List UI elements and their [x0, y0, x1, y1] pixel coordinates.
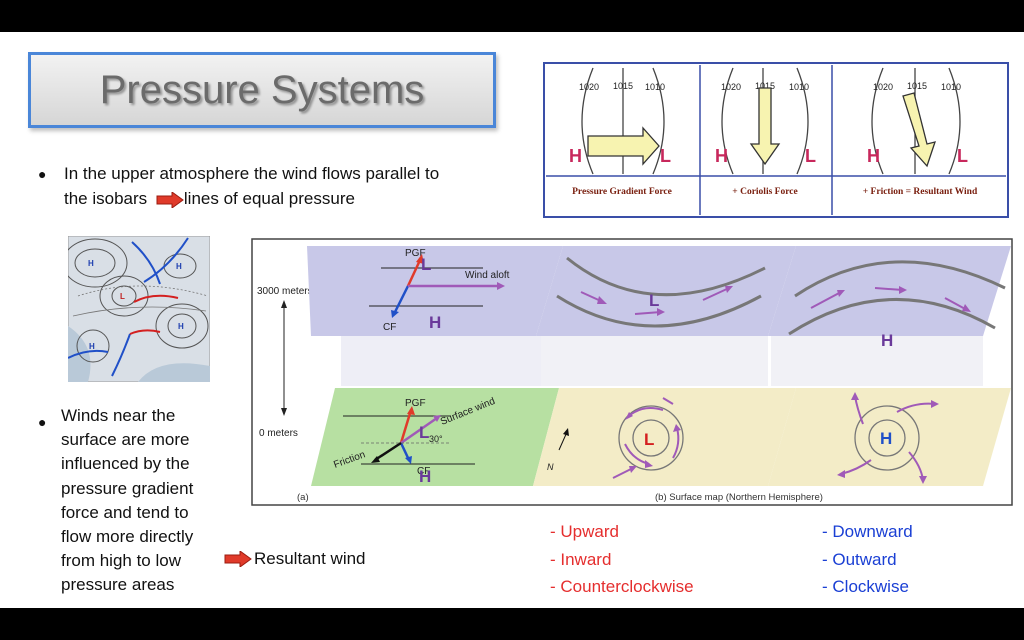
panel-caption: Pressure Gradient Force	[572, 187, 672, 197]
bullet1-isobars: the isobars	[64, 189, 148, 208]
angle-label: 30°	[429, 434, 443, 444]
force-panel-3: 1020 1015 1010 H L + Friction = Resultan…	[863, 67, 978, 197]
bullet1-line2: the isobars lines of equal pressure	[64, 186, 524, 211]
force-panel-2: 1020 1015 1010 H L + Coriolis Force	[715, 67, 816, 197]
low-label: L	[957, 146, 968, 166]
bullet2-line: Winds near the	[61, 406, 176, 425]
low-list-item: - Counterclockwise	[550, 577, 694, 596]
high-label: H	[419, 467, 431, 486]
map-low-label: L	[120, 292, 125, 301]
red-arrow-icon	[156, 191, 184, 208]
low-pressure-list: - Upward - Inward - Counterclockwise	[550, 518, 694, 601]
bullet1-definition: lines of equal pressure	[183, 189, 355, 208]
bullet2-line: force and tend to	[61, 502, 189, 522]
high-label: H	[429, 313, 441, 332]
high-label: H	[569, 146, 582, 166]
force-panel-1: 1020 1015 1010 H L Pressure Gradient For…	[569, 67, 672, 197]
weather-map-image: H H L H H	[68, 236, 210, 382]
force-diagram: 1020 1015 1010 H L Pressure Gradient For…	[543, 62, 1009, 218]
pgf-label: PGF	[405, 398, 426, 409]
isobar-label: 1010	[789, 82, 809, 92]
slide-title: Pressure Systems	[99, 67, 425, 112]
title-box: Pressure Systems	[28, 52, 496, 128]
low-label: L	[419, 423, 429, 442]
high-list-item: - Clockwise	[822, 577, 909, 596]
low-list-item: - Upward	[550, 522, 619, 541]
map-high-label: H	[88, 259, 94, 268]
low-label: L	[660, 146, 671, 166]
isobar-label: 1015	[613, 81, 633, 91]
cf-label: CF	[383, 322, 396, 333]
wind-aloft-label: Wind aloft	[465, 270, 510, 281]
isobar-label: 1010	[645, 82, 665, 92]
high-pressure-list: - Downward - Outward - Clockwise	[822, 518, 913, 601]
altitude-top-label: 3000 meters	[257, 286, 313, 297]
bullet2-line: from high to low	[61, 551, 181, 571]
high-list-item: - Downward	[822, 522, 913, 541]
isobar-label: 1015	[907, 81, 927, 91]
bullet1-line1: In the upper atmosphere the wind flows p…	[64, 164, 440, 183]
isobar-label: 1015	[755, 81, 775, 91]
cf-label: CF	[417, 466, 430, 477]
low-label: L	[644, 430, 654, 449]
isobar-label: 1020	[579, 82, 599, 92]
bullet2-line: flow more directly	[61, 527, 194, 547]
bullet2-line: influenced by the	[61, 454, 190, 474]
wind-diagram: 3000 meters 0 meters PGF Wind aloft CF L…	[251, 238, 1013, 506]
isobar-label: 1010	[941, 82, 961, 92]
red-arrow-icon	[224, 551, 252, 567]
resultant-arrow	[902, 92, 936, 168]
map-high-label: H	[89, 342, 95, 351]
bullet2-line: pressure gradient	[61, 478, 194, 498]
bullet-dot: ●	[38, 166, 47, 182]
bullet2-line: surface are more	[61, 430, 190, 450]
pgf-label: PGF	[405, 248, 426, 259]
map-high-label: H	[176, 262, 182, 271]
pgf-arrow	[587, 126, 660, 166]
map-high-label: H	[178, 322, 184, 331]
high-label: H	[715, 146, 728, 166]
isobar-label: 1020	[873, 82, 893, 92]
north-label: N	[547, 462, 554, 472]
bullet1-text: In the upper atmosphere the wind flows p…	[64, 161, 524, 211]
isobar-label: 1020	[721, 82, 741, 92]
low-label: L	[805, 146, 816, 166]
bullet-dot: ●	[38, 414, 47, 430]
high-list-item: - Outward	[822, 549, 897, 569]
high-label: H	[867, 146, 880, 166]
low-list-item: - Inward	[550, 549, 612, 569]
altitude-bottom-label: 0 meters	[259, 428, 298, 439]
caption-a: (a)	[297, 492, 309, 503]
resultant-wind-label: Resultant wind	[254, 549, 366, 568]
panel-caption: + Coriolis Force	[732, 187, 797, 197]
slide: Pressure Systems ● In the upper atmosphe…	[0, 32, 1024, 608]
coriolis-arrow	[749, 87, 781, 166]
panel-caption: + Friction = Resultant Wind	[863, 187, 978, 197]
bullet2-text: Winds near the surface are more influenc…	[61, 404, 261, 598]
low-label: L	[421, 255, 431, 274]
high-label: H	[880, 429, 892, 448]
low-label: L	[649, 291, 659, 310]
bullet2-line: pressure areas	[61, 575, 175, 595]
caption-b: (b) Surface map (Northern Hemisphere)	[655, 492, 823, 503]
high-label: H	[881, 331, 893, 350]
